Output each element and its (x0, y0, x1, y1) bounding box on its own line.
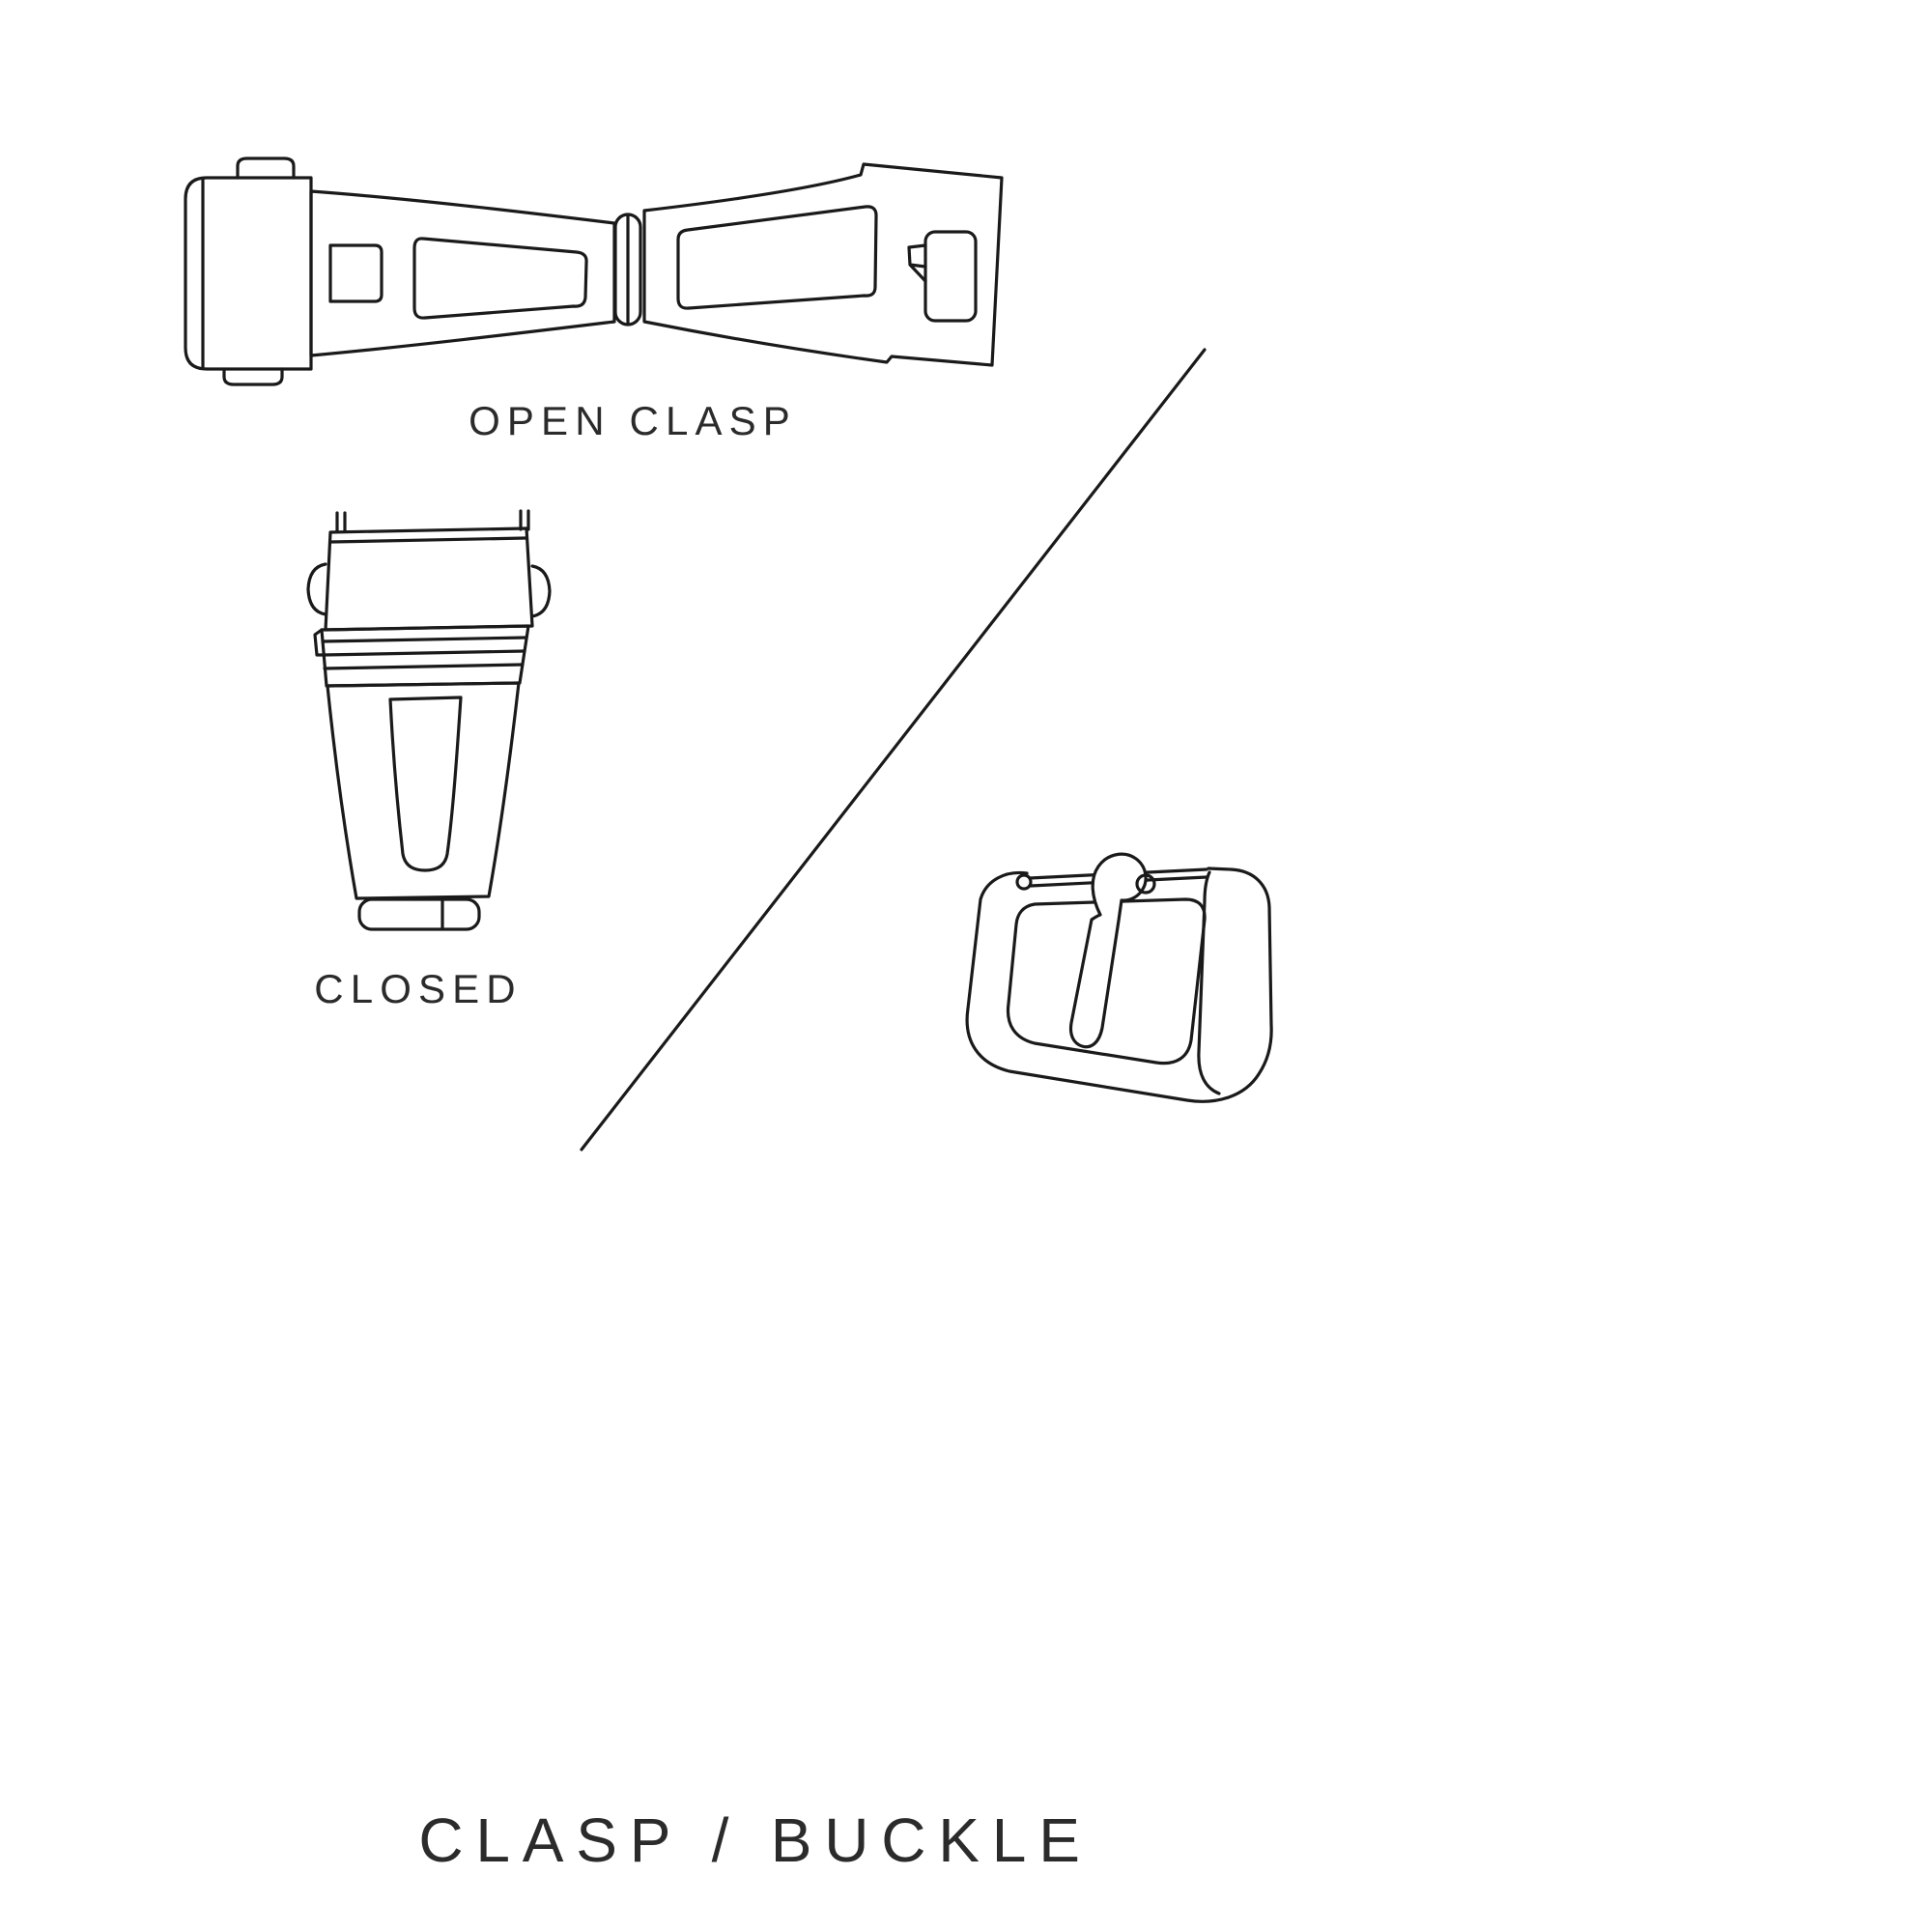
closed-clasp-prongs (335, 509, 530, 533)
open-clasp-right-arm (642, 162, 1004, 367)
closed-clasp-body (326, 681, 521, 900)
open-clasp-left-arm-notch (328, 243, 384, 303)
buckle-pin-icon (1015, 873, 1033, 891)
open-clasp-left-bottom-tab (222, 367, 284, 386)
closed-clasp-right-tab (530, 564, 552, 618)
buckle-right-bar-inner-edge (1197, 870, 1221, 1095)
closed-clasp-bottom-cap (357, 897, 481, 931)
closed-clasp-illustration (306, 509, 552, 931)
closed-clasp-top-block-inner-line (329, 536, 527, 544)
closed-clasp-band-line-2 (322, 649, 526, 657)
divider-line (580, 348, 1207, 1151)
closed-clasp-band-line-1 (321, 636, 528, 643)
closed-clasp-body-inner-outline (388, 696, 463, 872)
open-clasp-label: OPEN CLASP (469, 398, 797, 443)
buckle-loop-ring-icon (1135, 873, 1156, 895)
open-clasp-illustration (184, 156, 1004, 386)
open-clasp-right-end-hook (907, 243, 927, 283)
closed-clasp-top-block (324, 526, 534, 632)
buckle-illustration (965, 852, 1273, 1103)
open-clasp-left-arm-inner-outline (412, 237, 588, 320)
buckle-tongue (1068, 852, 1148, 1049)
open-clasp-right-arm-inner-outline (676, 205, 878, 310)
closed-label: CLOSED (314, 966, 523, 1011)
open-clasp-right-end-plate (923, 230, 978, 323)
closed-clasp-band-fold (313, 628, 326, 657)
closed-clasp-band-line-3 (323, 663, 525, 670)
open-clasp-left-top-tab (236, 156, 296, 180)
page-title: CLASP / BUCKLE (418, 1805, 1093, 1875)
open-clasp-hinge (613, 213, 642, 327)
open-clasp-left-arm (309, 189, 616, 357)
closed-clasp-left-tab (306, 562, 327, 616)
open-clasp-left-end (184, 176, 313, 371)
